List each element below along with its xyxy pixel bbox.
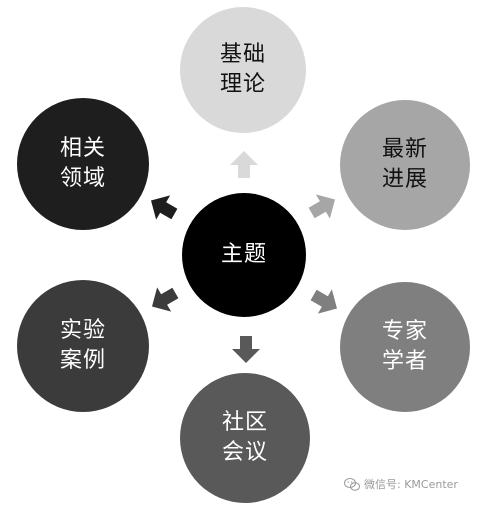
center-node-label: 主题 xyxy=(220,242,267,267)
arrow-shape xyxy=(308,194,335,219)
node-basic-theory: 基础 理论 xyxy=(180,7,306,133)
arrow-icon xyxy=(310,289,337,314)
arrow-to-basic-theory xyxy=(226,148,262,184)
arrow-shape xyxy=(310,289,337,314)
arrow-icon xyxy=(308,194,335,219)
arrow-shape xyxy=(230,151,258,178)
arrow-shape xyxy=(232,336,260,363)
arrow-to-community-conferences xyxy=(228,330,264,366)
node-label-community-conferences: 社区 会议 xyxy=(221,410,268,465)
arrow-shape xyxy=(152,287,179,312)
node-community-conferences: 社区 会议 xyxy=(180,373,310,503)
arrow-icon xyxy=(152,287,179,312)
center-node-topic: 主题 xyxy=(182,193,306,317)
arrow-to-related-fields xyxy=(146,190,182,226)
node-experts-scholars: 专家 学者 xyxy=(340,282,470,412)
arrow-icon xyxy=(230,151,258,178)
watermark-text: 微信号: KMCenter xyxy=(364,478,458,491)
arrow-to-experts-scholars xyxy=(306,283,342,319)
arrow-shape xyxy=(151,195,178,220)
arrow-icon xyxy=(151,195,178,220)
wechat-icon xyxy=(344,477,360,491)
arrow-to-latest-progress xyxy=(304,189,340,225)
node-latest-progress: 最新 进展 xyxy=(340,100,470,230)
arrow-icon xyxy=(232,336,260,363)
node-related-fields: 相关 领域 xyxy=(17,98,149,230)
node-label-experts-scholars: 专家 学者 xyxy=(381,319,428,374)
watermark: 微信号: KMCenter xyxy=(344,476,458,492)
arrow-to-experimental-cases xyxy=(147,281,183,317)
node-label-latest-progress: 最新 进展 xyxy=(381,137,428,192)
node-label-basic-theory: 基础 理论 xyxy=(219,42,266,97)
node-experimental-cases: 实验 案例 xyxy=(17,280,149,412)
node-label-related-fields: 相关 领域 xyxy=(59,136,106,191)
node-label-experimental-cases: 实验 案例 xyxy=(59,318,106,373)
